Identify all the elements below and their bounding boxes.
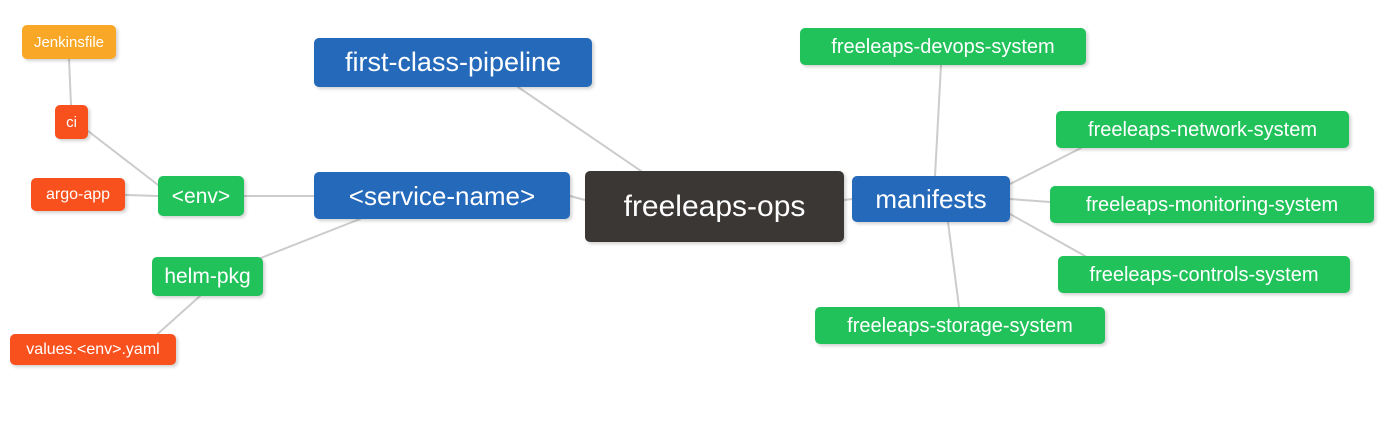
mindmap-node-service-name[interactable]: <service-name> <box>314 172 570 219</box>
edge-helm-pkg-to-service-name <box>247 218 361 264</box>
mindmap-node-jenkinsfile[interactable]: Jenkinsfile <box>22 25 116 59</box>
mindmap-node-env[interactable]: <env> <box>158 176 244 216</box>
mindmap-node-helm-pkg[interactable]: helm-pkg <box>152 257 263 296</box>
mindmap-node-ci[interactable]: ci <box>55 105 88 139</box>
mindmap-node-freeleaps-network-system[interactable]: freeleaps-network-system <box>1056 111 1349 148</box>
edge-first-class-pipeline-to-freeleaps-ops <box>517 86 642 172</box>
edge-argo-app-to-env <box>124 194 159 197</box>
edge-service-name-to-freeleaps-ops <box>569 195 586 201</box>
mindmap-node-manifests[interactable]: manifests <box>852 176 1010 222</box>
mindmap-node-values-yaml[interactable]: values.<env>.yaml <box>10 334 176 365</box>
mindmap-node-freeleaps-controls-system[interactable]: freeleaps-controls-system <box>1058 256 1350 293</box>
edge-manifests-to-freeleaps-storage-system <box>947 221 960 308</box>
mindmap-node-first-class-pipeline[interactable]: first-class-pipeline <box>314 38 592 87</box>
mindmap-node-freeleaps-devops-system[interactable]: freeleaps-devops-system <box>800 28 1086 65</box>
mindmap-node-argo-app[interactable]: argo-app <box>31 178 125 211</box>
mindmap-node-freeleaps-ops[interactable]: freeleaps-ops <box>585 171 844 242</box>
mindmap-node-freeleaps-monitoring-system[interactable]: freeleaps-monitoring-system <box>1050 186 1374 223</box>
edge-manifests-to-freeleaps-devops-system <box>934 64 942 177</box>
edge-freeleaps-ops-to-manifests <box>843 198 853 201</box>
edge-values-yaml-to-helm-pkg <box>151 295 201 340</box>
edge-manifests-to-freeleaps-monitoring-system <box>1009 198 1051 203</box>
edge-manifests-to-freeleaps-network-system <box>1009 147 1082 185</box>
mindmap-node-freeleaps-storage-system[interactable]: freeleaps-storage-system <box>815 307 1105 344</box>
edge-jenkinsfile-to-ci <box>68 58 72 106</box>
